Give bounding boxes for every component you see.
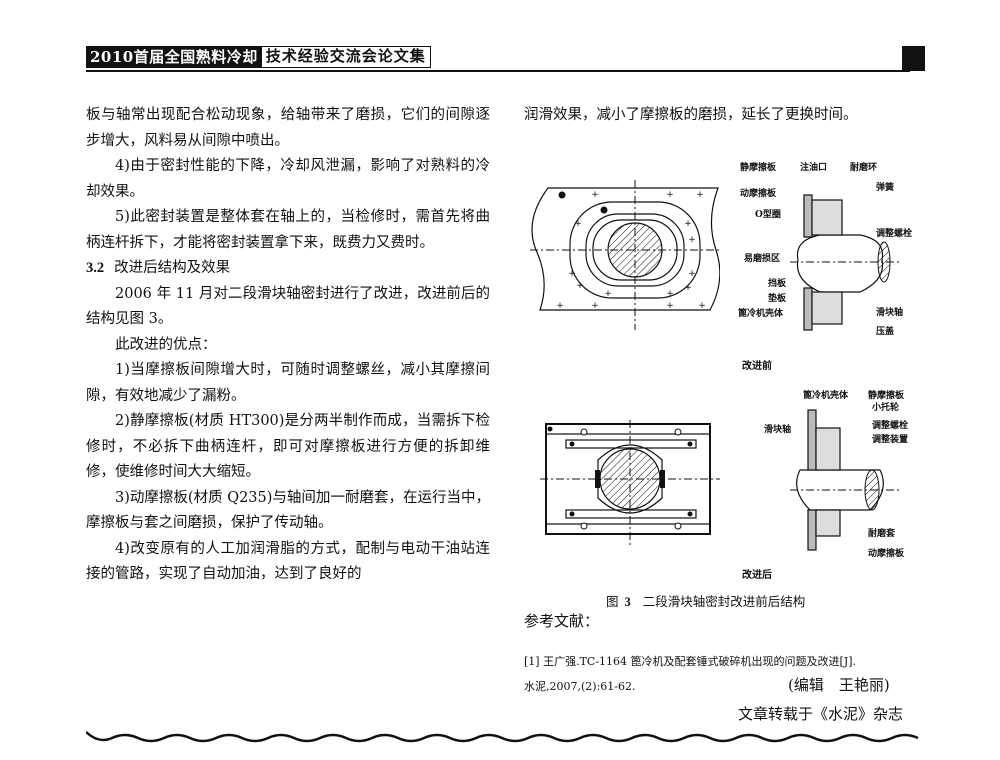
svg-text:+: + — [591, 301, 599, 311]
header-rule — [86, 70, 910, 72]
left-column: 板与轴常出现配合松动现象，给轴带来了磨损，它们的间隙逐步增大，风料易从间隙中喷出… — [86, 103, 490, 588]
label-static-friction-plate-after: 静摩擦板 — [868, 391, 905, 401]
header-corner-block — [902, 46, 925, 71]
svg-text:+: + — [574, 219, 582, 229]
references-heading: 参考文献： — [524, 612, 600, 630]
svg-text:+: + — [698, 301, 706, 311]
figure-after-plan-view — [540, 420, 720, 545]
paragraph: 5)此密封装置是整体套在轴上的，当检修时，需首先将曲柄连杆拆下，才能将密封装置拿… — [86, 209, 490, 251]
label-pad-plate: 垫板 — [768, 294, 787, 304]
section-heading: 3.2 改进后结构及效果 — [86, 256, 490, 282]
figure-caption-prefix: 图 — [606, 594, 619, 609]
svg-text:+: + — [666, 301, 674, 311]
paragraph: 润滑效果，减小了摩擦板的磨损，延长了更换时间。 — [524, 107, 858, 123]
figure-caption: 图 3 二段滑块轴密封改进前后结构 — [606, 591, 805, 610]
header-title-black: 2010首届全国熟料冷却 — [86, 46, 262, 68]
svg-text:+: + — [666, 190, 674, 200]
label-adjust-bolt: 调整螺栓 — [876, 229, 913, 239]
svg-text:+: + — [604, 289, 612, 299]
label-moving-friction-plate-after: 动摩擦板 — [868, 549, 905, 559]
label-wear-zone: 易磨损区 — [744, 254, 781, 264]
paragraph: 板与轴常出现配合松动现象，给轴带来了磨损，它们的间隙逐步增大，风料易从间隙中喷出… — [86, 107, 490, 149]
section-title: 改进后结构及效果 — [114, 260, 231, 276]
label-gland: 压盖 — [876, 327, 895, 337]
wave-divider — [86, 731, 919, 743]
label-moving-friction-plate: 动摩擦板 — [740, 189, 777, 199]
paragraph: 2)静摩擦板(材质 HT300)是分两半制作而成，当需拆下检修时，不必拆下曲柄连… — [86, 413, 490, 480]
figure-after-section-view — [790, 409, 900, 551]
paragraph: 此改进的优点： — [115, 336, 217, 353]
paragraph: 1)当摩擦板间隙增大时，可随时调整螺丝，减小其摩擦间隙，有效地减少了漏粉。 — [86, 362, 490, 404]
svg-text:+: + — [696, 190, 704, 200]
right-column-text: 润滑效果，减小了摩擦板的磨损，延长了更换时间。 — [524, 103, 934, 129]
paragraph: 4)改变原有的人工加润滑脂的方式，配制与电动干油站连接的管路，实现了自动加油，达… — [86, 540, 490, 583]
label-oil-inlet: 注油口 — [800, 163, 828, 173]
subfigure-caption-before: 改进前 — [742, 361, 772, 372]
svg-text:+: + — [688, 235, 696, 245]
label-cooler-housing-after: 篦冷机壳体 — [803, 391, 849, 401]
editor-note: (编辑 王艳丽) — [788, 676, 890, 694]
label-slider-shaft-after: 滑块轴 — [764, 425, 792, 435]
label-adjust-device: 调整装置 — [872, 435, 909, 445]
paragraph: 3)动摩擦板(材质 Q235)与轴间加一耐磨套，在运行当中，摩擦板与套之间磨损，… — [86, 489, 490, 532]
label-wear-ring: 耐磨环 — [850, 163, 878, 173]
label-o-ring: O型圈 — [755, 210, 781, 220]
label-cooler-housing: 篦冷机壳体 — [738, 309, 784, 319]
svg-text:+: + — [684, 219, 692, 229]
header-title-white: 技术经验交流会论文集 — [261, 46, 431, 68]
svg-text:+: + — [568, 269, 576, 279]
svg-text:+: + — [576, 281, 584, 291]
label-slider-shaft: 滑块轴 — [876, 308, 904, 318]
svg-text:+: + — [684, 283, 692, 293]
label-wear-sleeve: 耐磨套 — [868, 529, 896, 539]
section-number: 3.2 — [86, 260, 105, 276]
svg-text:+: + — [688, 269, 696, 279]
svg-text:+: + — [591, 190, 599, 200]
svg-text:+: + — [666, 289, 674, 299]
source-note: 文章转载于《水泥》杂志 — [738, 705, 904, 723]
running-header: 2010首届全国熟料冷却 技术经验交流会论文集 — [86, 46, 431, 68]
label-baffle: 挡板 — [768, 279, 787, 289]
figure-before-section-view — [790, 194, 900, 331]
figure-caption-number: 3 — [624, 595, 631, 609]
label-spring: 弹簧 — [876, 183, 895, 193]
subfigure-caption-after: 改进后 — [742, 570, 772, 581]
label-static-friction-plate: 静摩擦板 — [740, 163, 777, 173]
reference-item-line2: 水泥,2007,(2):61-62. — [524, 680, 636, 693]
paragraph: 2006 年 11 月对二段滑块轴密封进行了改进，改进前后的结构见图 3。 — [86, 285, 490, 328]
label-adjust-bolt-after: 调整螺栓 — [872, 421, 909, 431]
figure-caption-text: 二段滑块轴密封改进前后结构 — [642, 594, 806, 609]
paragraph: 4)由于密封性能的下降，冷却风泄漏，影响了对熟料的冷却效果。 — [86, 158, 490, 200]
svg-text:+: + — [556, 301, 564, 311]
figure-before-plan-view: +++ +++ ++++ ++++++ — [530, 180, 720, 330]
label-small-roller: 小托轮 — [872, 403, 900, 413]
reference-item-line1: [1] 王广强.TC-1164 篦冷机及配套锤式破碎机出现的问题及改进[J]. — [524, 655, 857, 668]
